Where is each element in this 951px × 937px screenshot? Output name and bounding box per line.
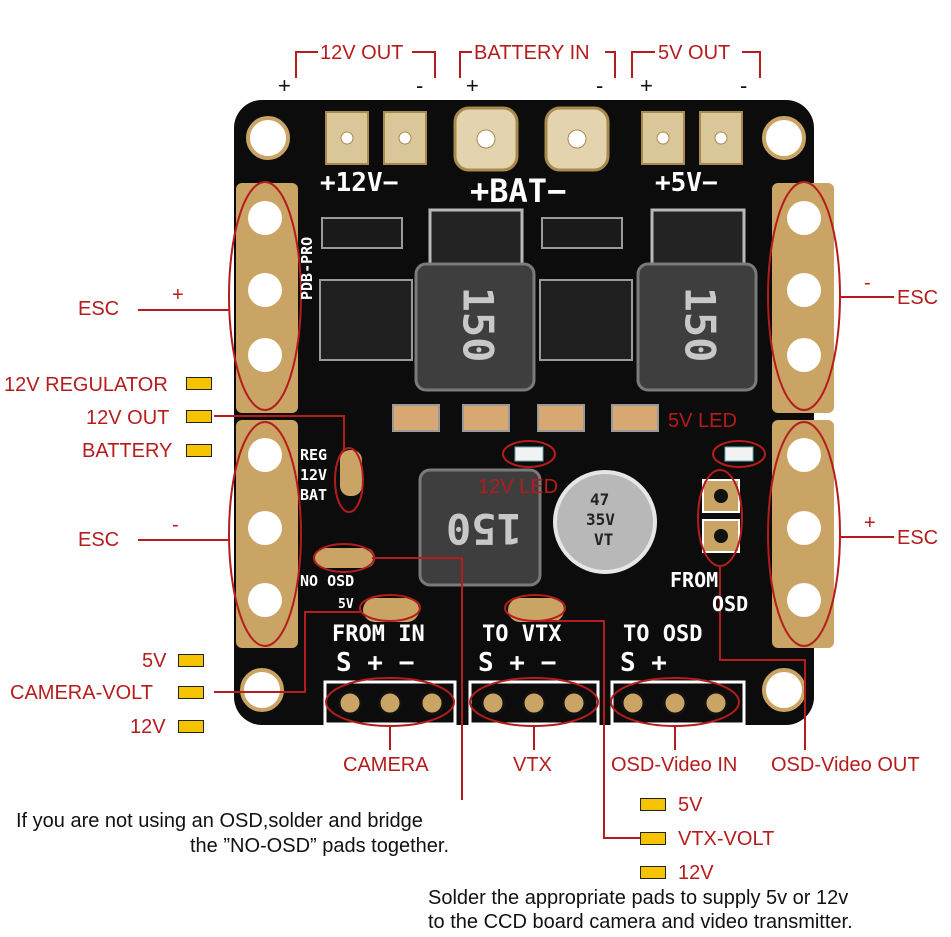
inductor-label-3: 150 xyxy=(446,504,522,553)
silk-12v-side: 12V xyxy=(300,466,328,484)
sign-esc-right-top: - xyxy=(864,272,871,294)
sign-12v-minus: - xyxy=(416,73,424,98)
inductors xyxy=(414,262,758,587)
cap-label-series: VT xyxy=(594,530,614,549)
label-vtx: VTX xyxy=(513,754,552,776)
label-vtx-volt: VTX-VOLT xyxy=(678,828,775,850)
led-12v xyxy=(514,446,544,462)
callout-outlines xyxy=(228,51,841,727)
label-5v-led: 5V LED xyxy=(668,410,737,432)
label-5v-camera: 5V xyxy=(142,650,167,672)
regulator-ics xyxy=(319,279,633,361)
label-5v-vtx: 5V xyxy=(678,794,703,816)
legend-swatch-12v-out xyxy=(186,410,212,423)
label-5v-out: 5V OUT xyxy=(658,42,731,64)
sign-5v-plus: + xyxy=(640,73,653,98)
ceramic-caps xyxy=(392,404,659,432)
label-osd-video-in: OSD-Video IN xyxy=(611,754,738,776)
resistor-arrays xyxy=(321,217,623,249)
sign-bat-plus: + xyxy=(466,73,479,98)
label-12v-vtx: 12V xyxy=(678,862,714,884)
sign-esc-right-bottom: + xyxy=(864,512,876,534)
label-osd-video-out: OSD-Video OUT xyxy=(771,754,920,776)
silk-from-osd-1: FROM xyxy=(670,568,719,592)
mount-hole-tr xyxy=(762,116,806,160)
label-12v-out: 12V OUT xyxy=(320,42,404,64)
sign-5v-minus: - xyxy=(740,73,748,98)
label-12v-regulator: 12V REGULATOR xyxy=(4,374,168,396)
legend-swatch-12v-regulator xyxy=(186,377,212,390)
label-camera-volt: CAMERA-VOLT xyxy=(10,682,153,704)
label-esc-left-top: ESC xyxy=(78,298,120,320)
label-esc-left-bottom: ESC xyxy=(78,529,120,551)
cap-label-voltage: 35V xyxy=(586,510,615,529)
label-12v-camera: 12V xyxy=(130,716,166,738)
silk-sp-osd: S + xyxy=(620,648,667,678)
bottom-header-pins xyxy=(337,690,729,716)
silk-5v: +5V− xyxy=(655,168,718,198)
label-esc-right-top: ESC xyxy=(897,287,939,309)
label-12v-out-jumper: 12V OUT xyxy=(86,407,170,429)
label-esc-right-bottom: ESC xyxy=(897,527,939,549)
mounting-holes xyxy=(240,116,806,712)
led-5v xyxy=(724,446,754,462)
note-pads-line2: to the CCD board camera and video transm… xyxy=(428,911,853,933)
legend-swatch-12v-camera xyxy=(178,720,204,733)
legend-swatch-camera-volt xyxy=(178,686,204,699)
note-osd-line2: the ”NO-OSD” pads together. xyxy=(190,835,450,857)
label-battery: BATTERY xyxy=(82,440,173,462)
label-battery-in: BATTERY IN xyxy=(474,42,590,64)
legend-swatch-5v-vtx xyxy=(640,798,666,811)
mount-hole-br xyxy=(762,668,806,712)
silk-to-vtx: TO VTX xyxy=(482,622,562,647)
silk-5v-jumper: 5V xyxy=(338,597,354,612)
sign-esc-left-bottom: - xyxy=(172,514,179,536)
legend-swatch-battery xyxy=(186,444,212,457)
sign-esc-left-top: + xyxy=(172,284,184,306)
note-pads-line1: Solder the appropriate pads to supply 5v… xyxy=(428,887,849,909)
top-power-pads xyxy=(325,106,743,172)
leds xyxy=(514,446,754,462)
silk-from-osd-2: OSD xyxy=(712,592,749,616)
mosfets xyxy=(428,208,746,268)
pad-12v-minus xyxy=(383,111,427,165)
mount-hole-tl xyxy=(246,116,290,160)
silk-bat-side: BAT xyxy=(300,486,328,504)
silk-no-osd: NO OSD xyxy=(300,572,355,590)
silk-12v: +12V− xyxy=(320,168,399,198)
silk-reg: REG xyxy=(300,446,328,464)
legend-swatch-vtx-volt xyxy=(640,832,666,845)
silk-spm-vtx: S + − xyxy=(478,648,557,678)
inductor-label-1: 150 xyxy=(453,286,503,363)
silk-bat: +BAT− xyxy=(470,172,567,210)
jumper-pads xyxy=(315,450,564,622)
sign-12v-plus: + xyxy=(278,73,291,98)
mount-hole-bl xyxy=(240,668,284,712)
silk-spm-cam: S + − xyxy=(336,648,415,678)
sign-bat-minus: - xyxy=(596,73,604,98)
esc-holes xyxy=(248,201,821,617)
legend-swatch-12v-vtx xyxy=(640,866,666,879)
silk-to-osd: TO OSD xyxy=(623,622,703,647)
silk-from-in: FROM IN xyxy=(332,622,425,647)
leader-lines xyxy=(138,296,894,839)
label-12v-led: 12V LED xyxy=(478,476,559,498)
legend-swatch-5v-camera xyxy=(178,654,204,667)
label-camera: CAMERA xyxy=(343,754,429,776)
cap-label-value: 47 xyxy=(590,490,610,509)
silk-pdb-pro: PDB-PRO xyxy=(298,236,316,300)
inductor-label-2: 150 xyxy=(675,286,725,363)
note-osd-line1: If you are not using an OSD,solder and b… xyxy=(16,810,423,832)
electrolytic-capacitor xyxy=(553,470,657,574)
